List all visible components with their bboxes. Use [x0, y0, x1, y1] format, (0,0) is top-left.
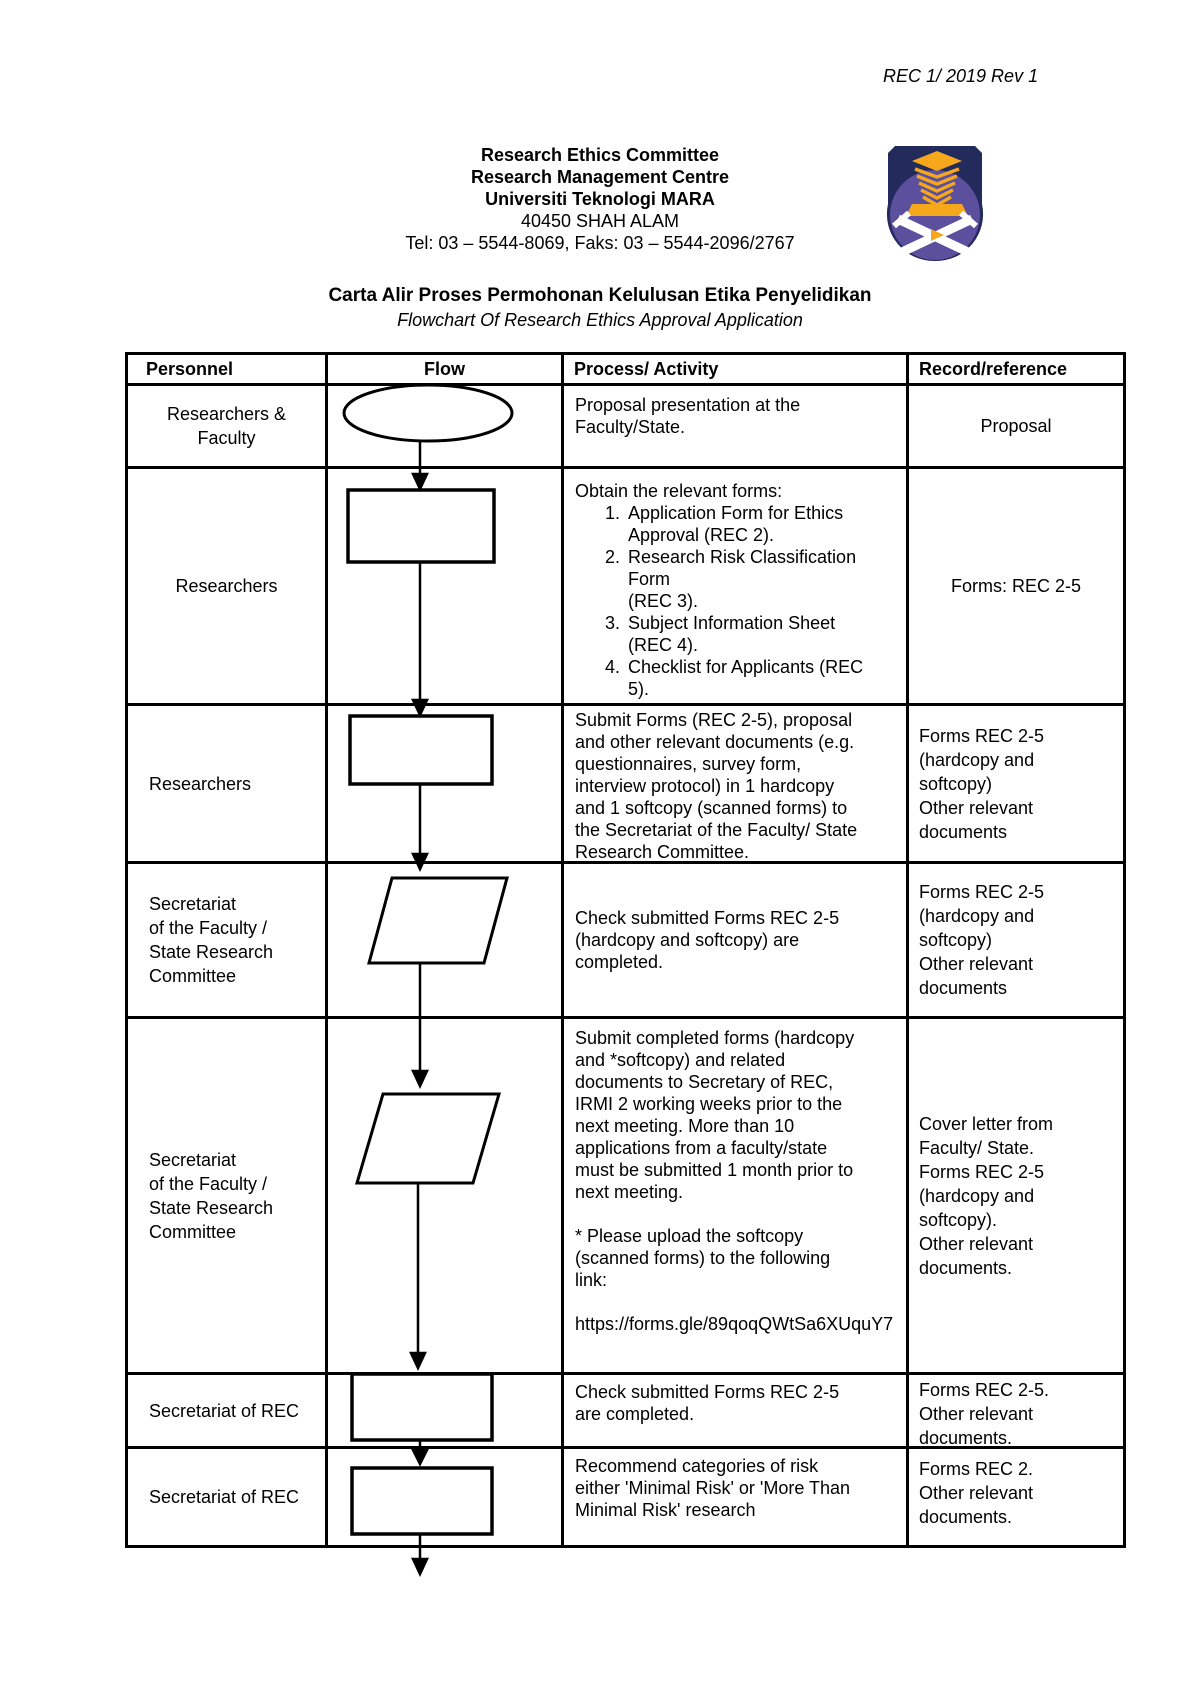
process-cell: Check submitted Forms REC 2-5 are comple… — [564, 1375, 909, 1449]
forms-list-item: Checklist for Applicants (REC 5). — [625, 656, 863, 700]
personnel-cell: Secretariat of REC — [128, 1449, 328, 1545]
flow-cell — [328, 469, 564, 706]
record-cell: Forms REC 2-5. Other relevant documents. — [909, 1375, 1123, 1449]
upload-link-url: https://forms.gle/89qoqQWtSa6XUquY7 — [575, 1314, 894, 1334]
column-header-record: Record/reference — [909, 355, 1123, 386]
flow-cell — [328, 864, 564, 1019]
logo-diamond-stack — [906, 151, 968, 216]
personnel-cell: Secretariat of REC — [128, 1375, 328, 1449]
flow-cell — [328, 1375, 564, 1449]
forms-list: Application Form for Ethics Approval (RE… — [575, 502, 863, 700]
flowchart-table: Personnel Flow Process/ Activity Record/… — [125, 352, 1126, 1548]
column-header-process: Process/ Activity — [564, 355, 909, 386]
process-cell: Recommend categories of risk either 'Min… — [564, 1449, 909, 1545]
document-title: Carta Alir Proses Permohonan Kelulusan E… — [0, 285, 1200, 331]
flow-cell — [328, 706, 564, 864]
personnel-cell: Researchers & Faculty — [128, 386, 328, 469]
process-cell: Submit completed forms (hardcopy and *so… — [564, 1019, 909, 1375]
org-contact: Tel: 03 – 5544-8069, Faks: 03 – 5544-209… — [405, 233, 795, 253]
personnel-cell: Researchers — [128, 469, 328, 706]
process-cell: Check submitted Forms REC 2-5 (hardcopy … — [564, 864, 909, 1019]
uitm-logo — [885, 146, 985, 262]
column-header-personnel: Personnel — [128, 355, 328, 386]
uitm-logo-graphic — [886, 146, 984, 262]
record-cell: Cover letter from Faculty/ State. Forms … — [909, 1019, 1123, 1375]
personnel-cell: Secretariat of the Faculty / State Resea… — [128, 1019, 328, 1375]
forms-list-item: Application Form for Ethics Approval (RE… — [625, 502, 863, 546]
letterhead: Research Ethics Committee Research Manag… — [0, 144, 1200, 254]
title-malay: Carta Alir Proses Permohonan Kelulusan E… — [328, 285, 872, 306]
record-cell: Forms REC 2. Other relevant documents. — [919, 1459, 1034, 1527]
process-cell: Proposal presentation at the Faculty/Sta… — [564, 386, 909, 469]
record-cell: Forms: REC 2-5 — [909, 469, 1123, 706]
column-header-flow: Flow — [328, 355, 564, 386]
logo-crossed-kris — [892, 210, 978, 258]
org-line-1: Research Ethics Committee — [480, 145, 720, 165]
personnel-cell: Secretariat of the Faculty / State Resea… — [128, 864, 328, 1019]
org-address: 40450 SHAH ALAM — [520, 211, 680, 231]
process-cell: Obtain the relevant forms: Application F… — [564, 469, 909, 706]
record-cell: Forms REC 2-5 (hardcopy and softcopy) Ot… — [909, 864, 1123, 1019]
title-english: Flowchart Of Research Ethics Approval Ap… — [397, 310, 803, 330]
record-cell: Proposal — [909, 386, 1123, 469]
flow-cell — [328, 1449, 564, 1545]
process-cell: Submit Forms (REC 2-5), proposal and oth… — [564, 706, 909, 864]
flow-cell — [328, 386, 564, 469]
personnel-cell: Researchers — [128, 706, 328, 864]
org-line-2: Research Management Centre — [470, 167, 730, 187]
record-cell: Forms REC 2-5 (hardcopy and softcopy) Ot… — [909, 706, 1123, 864]
flow-cell — [328, 1019, 564, 1375]
doc-reference-code: REC 1/ 2019 Rev 1 — [883, 66, 1039, 86]
forms-list-item: Subject Information Sheet (REC 4). — [625, 612, 863, 656]
org-line-3: Universiti Teknologi MARA — [485, 189, 715, 209]
forms-list-item: Research Risk Classification Form (REC 3… — [625, 546, 863, 612]
forms-list-intro: Obtain the relevant forms: — [575, 481, 783, 501]
